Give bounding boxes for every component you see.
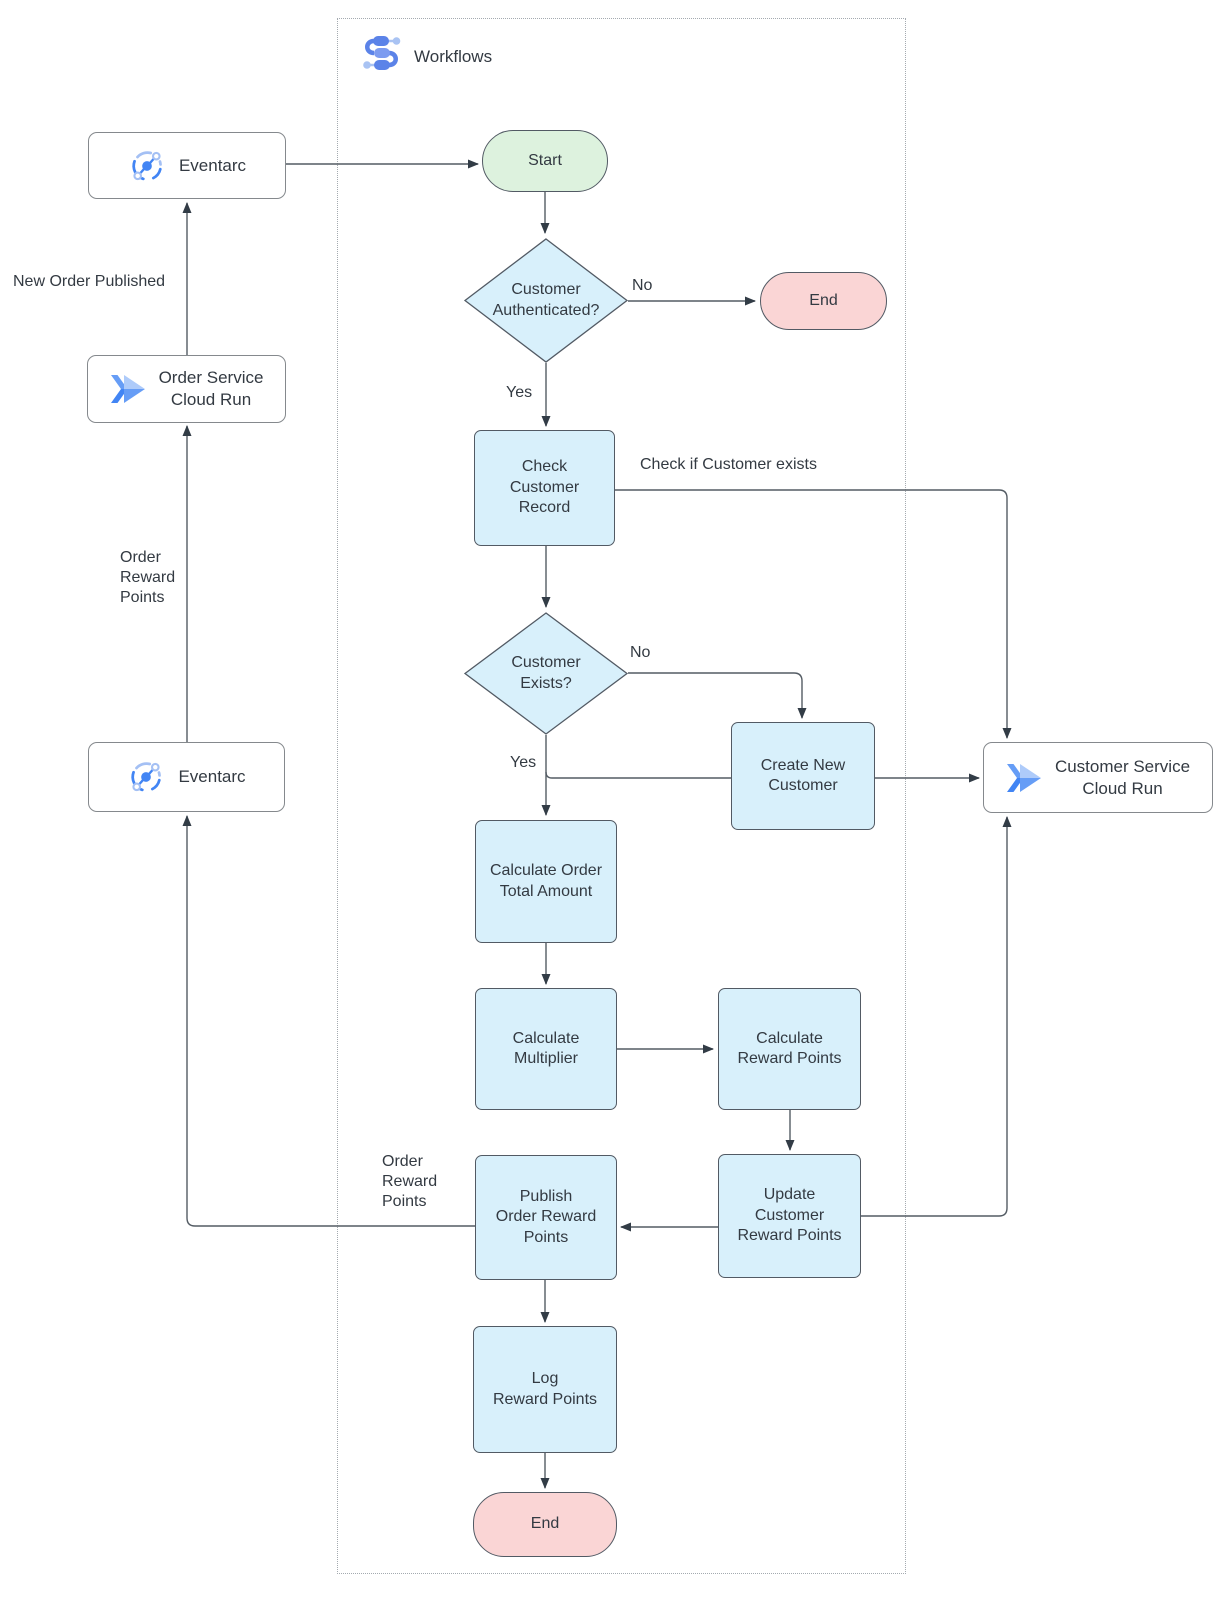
label-exists-yes: Yes xyxy=(510,754,537,771)
workflows-container xyxy=(337,18,906,1574)
node-end-top: End xyxy=(760,272,887,330)
node-label: Create New Customer xyxy=(760,756,846,794)
node-label: Check Customer Record xyxy=(509,458,580,517)
eventarc-icon xyxy=(131,762,162,792)
service-label: Customer Service Cloud Run xyxy=(1054,756,1191,798)
node-end-bottom: End xyxy=(473,1492,617,1557)
node-calculate-order-total: Calculate Order Total Amount xyxy=(475,820,617,943)
label-auth-yes: Yes xyxy=(506,384,533,401)
label-new-order-published: New Order Published xyxy=(13,273,166,290)
label-check-if-customer-exists: Check if Customer exists xyxy=(640,456,817,473)
service-order-service-cloud-run: Order Service Cloud Run xyxy=(87,355,286,423)
node-customer-authenticated: Customer Authenticated? xyxy=(463,238,629,363)
node-log-reward-points: Log Reward Points xyxy=(473,1326,617,1453)
node-update-customer-reward-points: Update Customer Reward Points xyxy=(718,1154,861,1278)
node-label: End xyxy=(809,291,838,309)
node-label: Calculate Multiplier xyxy=(512,1029,580,1067)
node-label: Customer Authenticated? xyxy=(492,281,600,319)
node-check-customer-record: Check Customer Record xyxy=(474,430,615,546)
workflows-icon xyxy=(363,36,401,70)
edge-exists-no-to-create xyxy=(628,672,807,719)
node-calculate-multiplier: Calculate Multiplier xyxy=(475,988,617,1110)
label-exists-no: No xyxy=(630,644,651,661)
service-label: Eventarc xyxy=(178,155,247,175)
node-label: Start xyxy=(528,151,562,169)
node-label: End xyxy=(530,1515,560,1533)
node-create-new-customer: Create New Customer xyxy=(731,722,875,830)
edge-update-to-customer-service xyxy=(861,816,1012,1217)
node-label: Log Reward Points xyxy=(492,1370,598,1408)
node-label: Calculate Reward Points xyxy=(737,1029,842,1067)
service-eventarc-top: Eventarc xyxy=(88,132,286,199)
node-label: Customer Exists? xyxy=(511,654,581,692)
edge-create-to-main-flow xyxy=(545,771,731,779)
service-label: Eventarc xyxy=(178,767,246,787)
node-label: Calculate Order Total Amount xyxy=(489,862,603,900)
node-calculate-reward-points: Calculate Reward Points xyxy=(718,988,861,1110)
node-customer-exists: Customer Exists? xyxy=(463,612,629,735)
node-start: Start xyxy=(482,130,608,192)
cloud-run-icon xyxy=(110,375,145,403)
cloud-run-icon xyxy=(1006,763,1041,792)
node-label: Update Customer Reward Points xyxy=(737,1186,842,1245)
edge-publish-to-eventarc xyxy=(182,815,475,1227)
edge-check-to-customer-service xyxy=(615,489,1012,739)
service-eventarc-bottom: Eventarc xyxy=(88,742,285,812)
node-publish-order-reward-points: Publish Order Reward Points xyxy=(475,1155,617,1280)
node-label: Publish Order Reward Points xyxy=(495,1187,597,1246)
label-order-reward-points-left: Order Reward Points xyxy=(120,549,176,606)
service-label: Order Service Cloud Run xyxy=(158,368,264,409)
workflows-title: Workflows xyxy=(414,47,493,66)
eventarc-icon xyxy=(132,150,162,180)
label-auth-no: No xyxy=(632,277,653,294)
service-customer-service-cloud-run: Customer Service Cloud Run xyxy=(983,742,1213,813)
label-order-reward-points-publish: Order Reward Points xyxy=(382,1153,438,1210)
